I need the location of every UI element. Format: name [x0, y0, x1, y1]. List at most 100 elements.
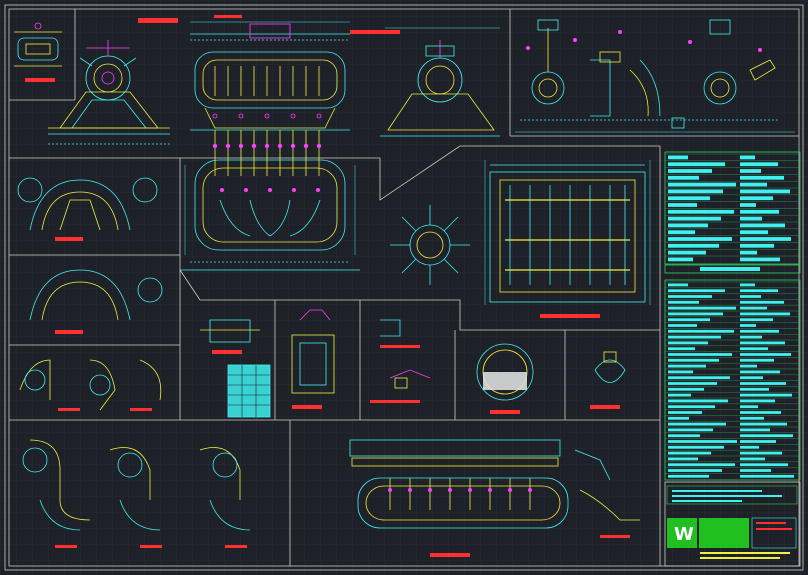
- table-row-text: [740, 216, 762, 221]
- lateral-view-right: [380, 40, 500, 137]
- table-row-text: [668, 329, 734, 333]
- section-details-left: [17, 177, 163, 411]
- view-separators: [9, 9, 799, 566]
- table-row-text: [740, 196, 773, 201]
- table-row-text: [740, 399, 775, 403]
- table-row-text: [668, 196, 710, 201]
- table-row-text: [740, 203, 756, 207]
- table-row-text: [740, 463, 788, 467]
- table-row-text: [740, 162, 778, 167]
- table-row-text: [740, 411, 781, 414]
- table-row-text: [668, 283, 688, 287]
- table-row-text: [668, 474, 709, 478]
- red-notes-top: [138, 15, 400, 34]
- table-row-text: [740, 329, 779, 333]
- table-row-text: [668, 300, 699, 304]
- table-row-text: [740, 189, 790, 194]
- table-row-text: [740, 335, 762, 339]
- table-row-text: [740, 243, 774, 248]
- table-row-text: [740, 175, 784, 180]
- magenta-marks-bottom: [388, 488, 532, 492]
- table-row-text: [740, 370, 780, 374]
- outer-frame: [4, 4, 804, 571]
- table-row-text: [668, 416, 689, 420]
- table-row-text: [740, 393, 792, 397]
- company-logo-text: W: [674, 524, 694, 545]
- table-row-text: [740, 387, 769, 391]
- table-row-text: [668, 250, 706, 255]
- table-row-text: [668, 289, 725, 293]
- table-row-text: [668, 209, 734, 214]
- table-row-text: [740, 457, 765, 461]
- table-row-text: [668, 324, 697, 327]
- front-elevation-top: [190, 23, 350, 131]
- table-row-text: [668, 393, 691, 397]
- table-row-text: [668, 306, 736, 310]
- table-row-text: [740, 428, 770, 432]
- table-row-text: [740, 318, 773, 322]
- table-row-text: [740, 209, 779, 214]
- table-row-text: [668, 216, 721, 221]
- table-row-text: [740, 469, 771, 472]
- table-row-text: [668, 230, 695, 235]
- table-row-text: [740, 358, 774, 362]
- table-row-text: [668, 382, 717, 385]
- table-row-text: [668, 405, 715, 409]
- table-row-text: [740, 295, 761, 298]
- red-labels-bottom-right: [430, 535, 630, 557]
- schedule-table: [664, 151, 801, 481]
- table-row-text: [740, 341, 785, 345]
- table-row-text: [668, 295, 712, 298]
- table-row-text: [740, 364, 757, 368]
- table-row-text: [740, 474, 794, 478]
- table-row-text: [668, 370, 693, 374]
- table-row-text: [740, 300, 784, 304]
- table-row-text: [668, 318, 710, 322]
- table-row-text: [668, 203, 697, 207]
- table-row-text: [740, 237, 791, 241]
- dimension-lines: [184, 21, 795, 305]
- table-row-text: [668, 411, 702, 414]
- table-row-text: [740, 283, 755, 287]
- table-row-text: [668, 451, 711, 455]
- table-rows-lower: [665, 281, 800, 478]
- table-row-text: [668, 189, 723, 194]
- table-row-text: [740, 250, 757, 255]
- table-row-text: [740, 306, 767, 310]
- table-row-text: [668, 162, 725, 167]
- table-row-text: [668, 387, 704, 391]
- table-row-text: [668, 223, 708, 228]
- lateral-view-left: [48, 40, 170, 145]
- red-labels-bottom-left: [55, 545, 247, 548]
- red-labels-shell: [540, 314, 600, 318]
- table-row-text: [668, 364, 706, 368]
- table-row-text: [668, 347, 695, 351]
- table-rows-upper: [665, 153, 800, 262]
- table-row-text: [668, 175, 699, 180]
- table-row-text: [668, 376, 730, 380]
- table-row-text: [668, 457, 698, 461]
- table-row-text: [740, 155, 755, 160]
- table-row-text: [740, 376, 763, 380]
- table-row-text: [740, 451, 782, 455]
- table-row-text: [740, 440, 776, 443]
- table-row-text: [740, 312, 790, 316]
- table-row-text: [668, 428, 713, 432]
- table-row-text: [668, 399, 728, 403]
- table-row-text: [668, 358, 719, 362]
- table-row-text: [668, 335, 721, 339]
- red-labels-details: [212, 345, 620, 414]
- detail-panels-middle: [200, 309, 626, 418]
- table-row-text: [740, 223, 785, 228]
- table-row-text: [668, 353, 732, 356]
- table-row-text: [668, 469, 722, 472]
- table-row-text: [668, 257, 693, 262]
- table-row-text: [668, 445, 724, 449]
- table-row-text: [740, 422, 787, 426]
- plan-view-center: [180, 130, 360, 271]
- table-row-text: [740, 289, 778, 293]
- vessel-elevation-bottom: [349, 439, 640, 529]
- table-row-text: [740, 405, 758, 409]
